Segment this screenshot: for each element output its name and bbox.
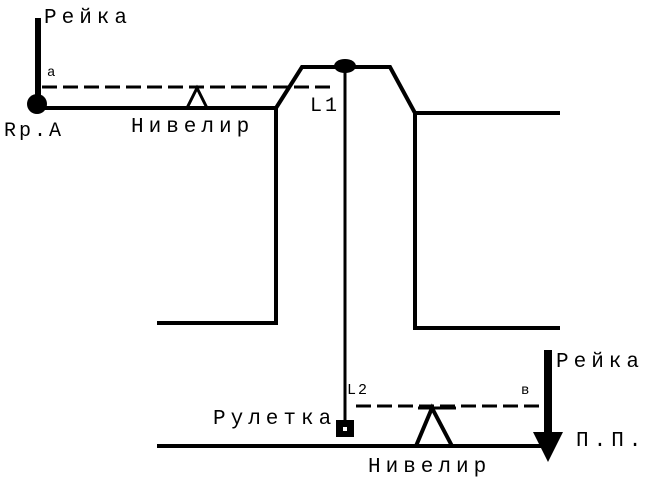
tape-weight-mark	[343, 427, 347, 431]
upper-level-instrument	[185, 84, 209, 109]
length-2-label: L2	[347, 382, 370, 399]
lower-staff-label: Рейка	[556, 351, 645, 374]
upper-level-label: Нивелир	[131, 116, 255, 139]
length-1-label: L1	[310, 95, 341, 118]
point-label: П.П.	[576, 430, 647, 453]
upper-staff-label: Рейка	[44, 7, 133, 30]
benchmark-point	[27, 94, 47, 114]
reading-a-label: а	[47, 65, 56, 81]
tape-label: Рулетка	[213, 408, 337, 431]
lower-level-label: Нивелир	[368, 456, 492, 479]
point-arrow	[533, 432, 563, 462]
reading-b-label: в	[521, 383, 530, 399]
benchmark-label: Rр.А	[4, 120, 65, 143]
lower-level-instrument	[414, 403, 454, 447]
